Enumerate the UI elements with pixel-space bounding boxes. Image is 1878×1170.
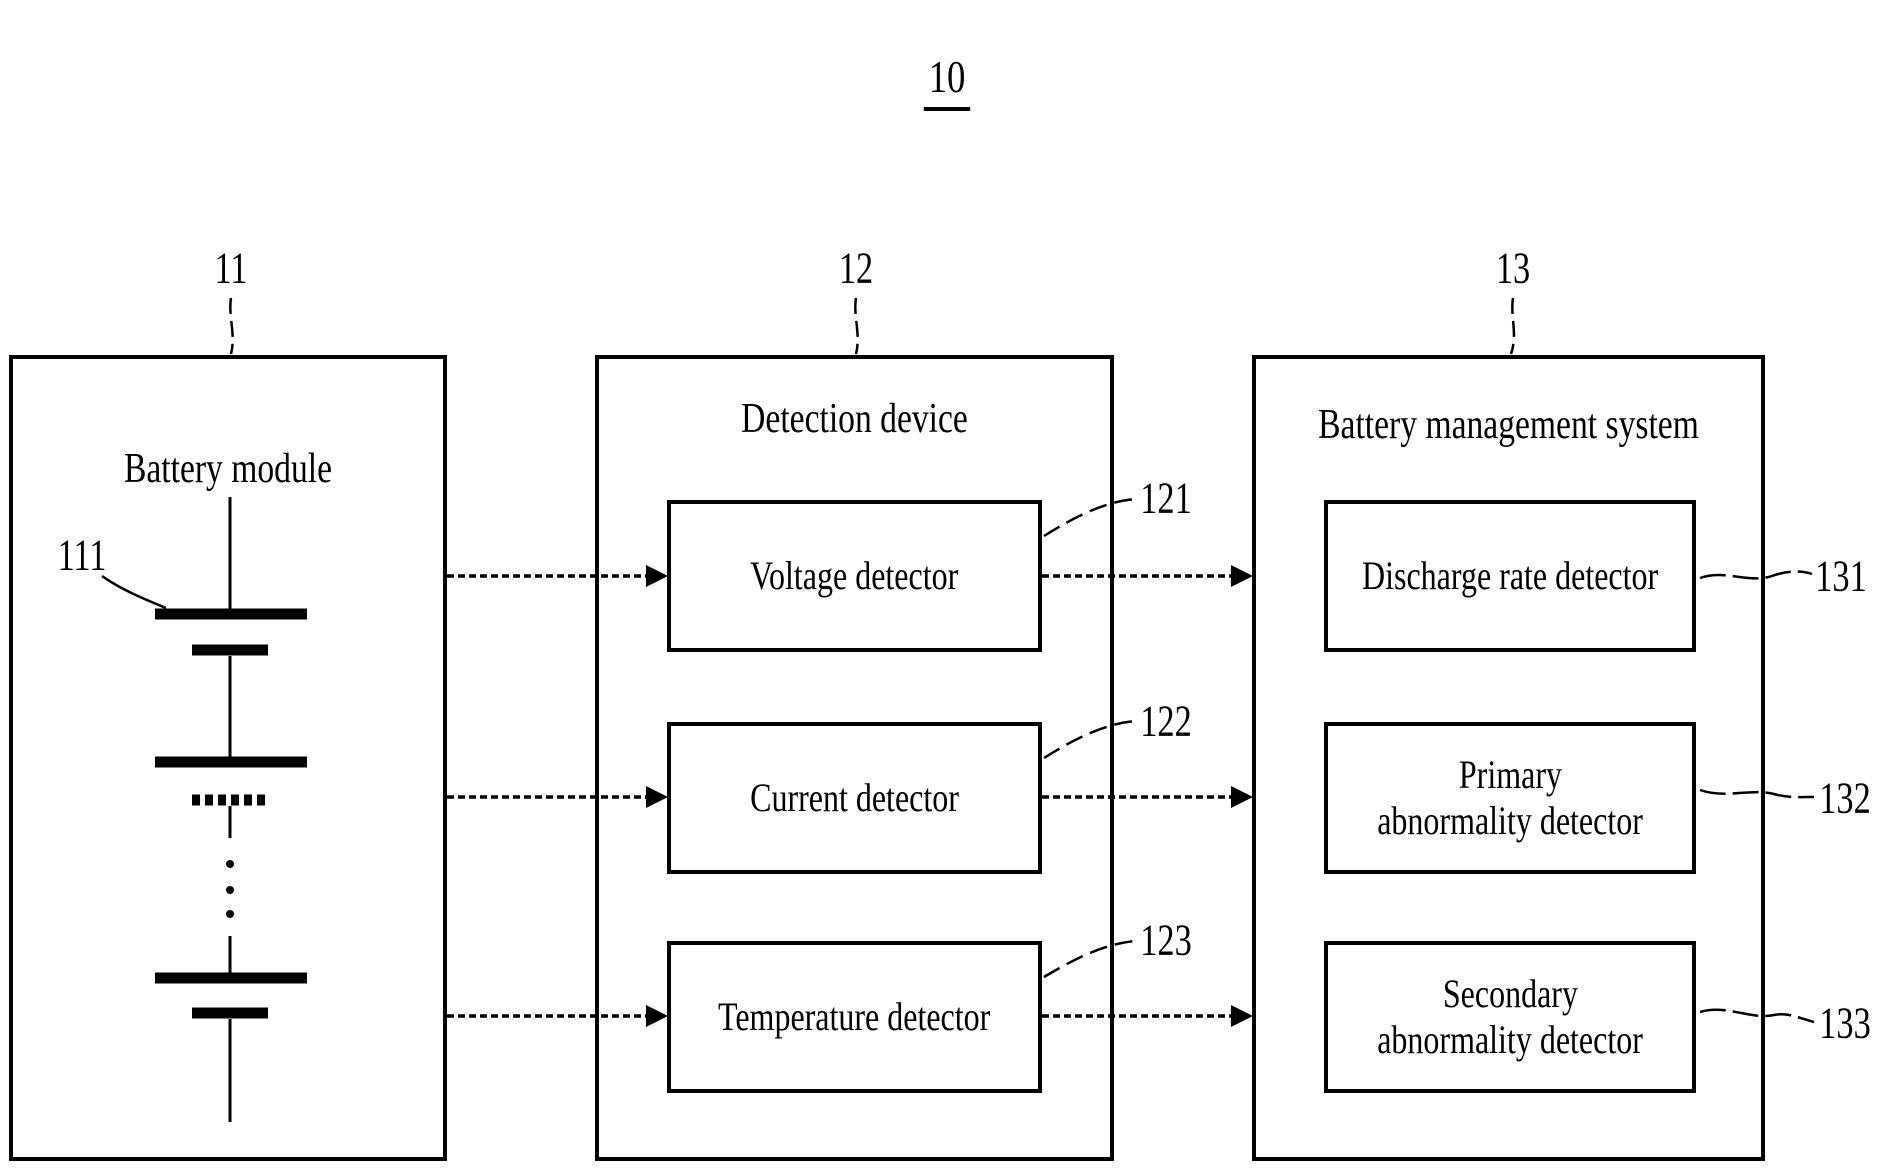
leader-line-ref-12 bbox=[854, 297, 859, 355]
battery-module-box: Battery module bbox=[9, 355, 447, 1161]
discharge-rate-detector-label: Discharge rate detector bbox=[1361, 553, 1659, 598]
primary-abnormality-detector-label-line2: abnormality detector bbox=[1377, 798, 1643, 843]
ref-label-primary-abnormality-detector: 132 bbox=[1819, 773, 1871, 823]
ref-label-voltage-detector: 121 bbox=[1140, 473, 1192, 523]
detection-device-box: Detection device Voltage detector Curren… bbox=[595, 355, 1114, 1161]
temperature-detector-box: Temperature detector bbox=[667, 941, 1042, 1093]
discharge-rate-detector-box: Discharge rate detector bbox=[1324, 500, 1696, 652]
battery-module-title: Battery module bbox=[123, 446, 333, 492]
ref-label-temperature-detector: 123 bbox=[1140, 915, 1192, 965]
ref-label-discharge-rate-detector: 131 bbox=[1815, 551, 1867, 601]
ref-label-current-detector: 122 bbox=[1140, 696, 1192, 746]
secondary-abnormality-detector-label-line2: abnormality detector bbox=[1377, 1017, 1643, 1062]
ref-label-battery-module: 11 bbox=[214, 243, 248, 293]
ref-label-secondary-abnormality-detector: 133 bbox=[1819, 998, 1871, 1048]
primary-abnormality-detector-label-line1: Primary bbox=[1458, 752, 1562, 797]
detection-device-title: Detection device bbox=[741, 396, 968, 442]
figure-reference-number: 10 bbox=[923, 52, 971, 111]
current-detector-label: Current detector bbox=[750, 775, 959, 820]
current-detector-box: Current detector bbox=[667, 722, 1042, 874]
primary-abnormality-detector-box: Primary abnormality detector bbox=[1324, 722, 1696, 874]
secondary-abnormality-detector-box: Secondary abnormality detector bbox=[1324, 941, 1696, 1093]
ref-label-bms: 13 bbox=[1495, 243, 1531, 293]
secondary-abnormality-detector-label-line1: Secondary bbox=[1442, 971, 1578, 1016]
battery-management-system-box: Battery management system Discharge rate… bbox=[1252, 355, 1765, 1161]
leader-line-ref-13 bbox=[1509, 297, 1516, 355]
ref-label-detection-device: 12 bbox=[838, 243, 874, 293]
ref-label-battery-cell: 111 bbox=[57, 530, 107, 580]
voltage-detector-label: Voltage detector bbox=[750, 553, 959, 598]
temperature-detector-label: Temperature detector bbox=[718, 994, 991, 1039]
leader-line-ref-11 bbox=[229, 297, 234, 355]
bms-title: Battery management system bbox=[1318, 402, 1699, 448]
voltage-detector-box: Voltage detector bbox=[667, 500, 1042, 652]
